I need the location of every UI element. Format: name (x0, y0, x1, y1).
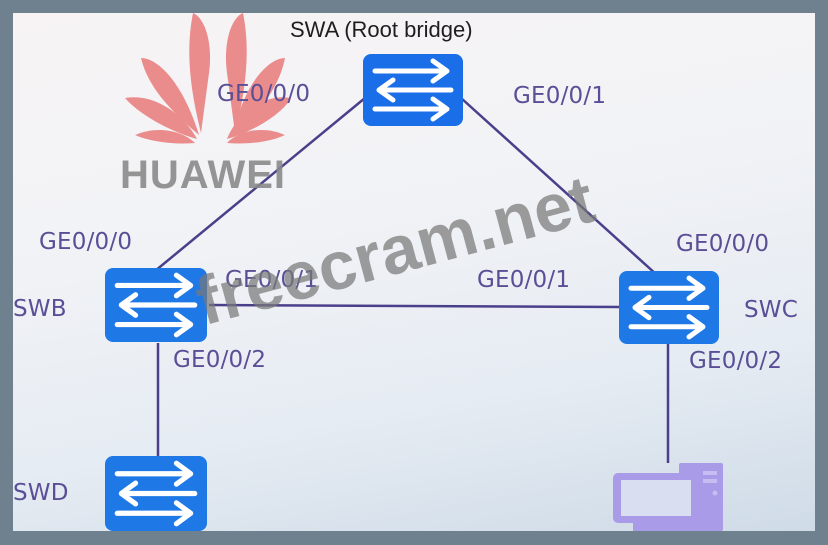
link-swb-swc (208, 303, 624, 309)
swc-name-label: SWC (744, 297, 799, 323)
swc-port-ge000-label: GE0/0/0 (676, 231, 770, 257)
swb-name-label: SWB (13, 296, 67, 322)
diagram-panel: HUAWEI SWA (Root bridge) GE0/0/0 GE0/0/1… (13, 13, 815, 531)
link-swa-swc (460, 97, 658, 276)
switch-swb[interactable] (105, 268, 207, 342)
swd-name-label: SWD (13, 480, 69, 506)
switch-swa[interactable] (363, 54, 463, 126)
switch-swd[interactable] (105, 456, 207, 531)
link-swa-swb (154, 97, 366, 272)
swb-port-ge001-label: GE0/0/1 (225, 267, 319, 293)
huawei-logo-text: HUAWEI (120, 153, 286, 197)
switch-arrows-icon (628, 275, 710, 340)
swc-port-ge002-label: GE0/0/2 (689, 348, 783, 374)
switch-arrows-icon (114, 460, 198, 527)
switch-swc[interactable] (619, 271, 719, 344)
swa-port-ge000-label: GE0/0/0 (217, 81, 311, 107)
topology-links (154, 97, 670, 463)
swa-title: SWA (Root bridge) (290, 17, 473, 42)
switch-arrows-icon (372, 58, 454, 122)
swc-port-ge001-label: GE0/0/1 (477, 267, 571, 293)
swa-port-ge001-label: GE0/0/1 (513, 83, 607, 109)
pc-computer-icon[interactable] (613, 463, 725, 531)
swb-port-ge002-label: GE0/0/2 (173, 347, 267, 373)
huawei-logo-icon (125, 13, 291, 144)
swb-port-ge000-label: GE0/0/0 (39, 229, 133, 255)
switch-arrows-icon (114, 272, 198, 338)
